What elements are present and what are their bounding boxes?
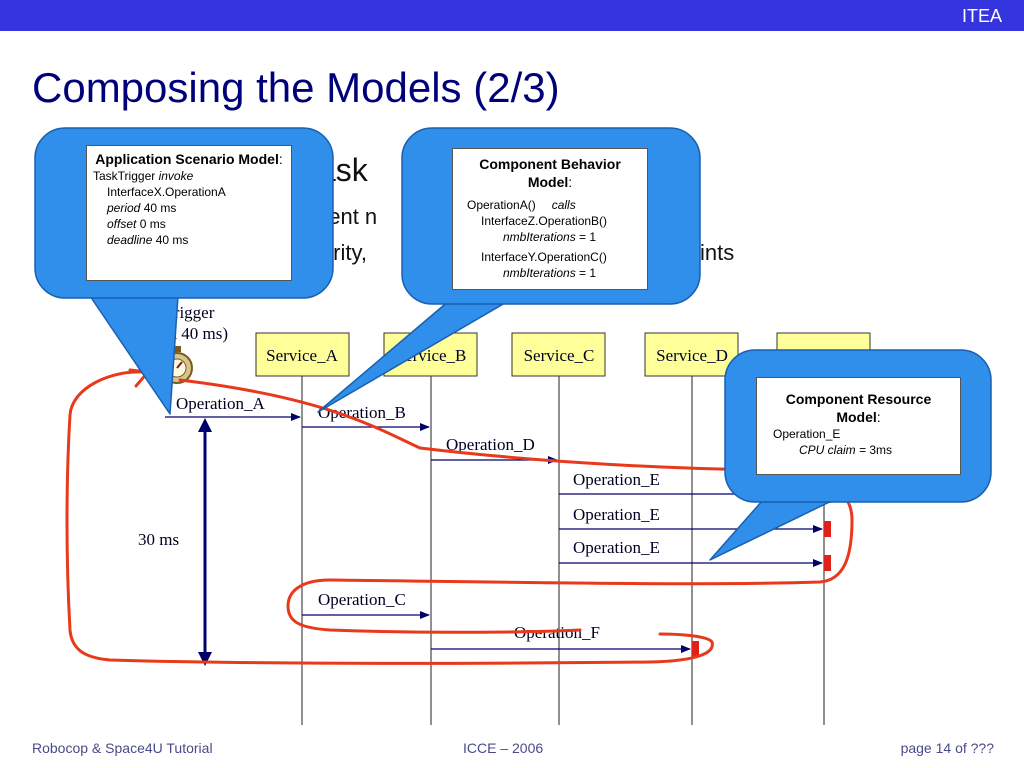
message-label-operation-c: Operation_C <box>318 590 406 609</box>
activation-bar-e-3 <box>824 555 831 571</box>
scenario-line-deadline: deadline 40 ms <box>107 233 189 247</box>
behavior-line-operation-b: InterfaceZ.OperationB() <box>481 214 608 228</box>
behavior-line-operation-c: InterfaceY.OperationC() <box>481 250 607 264</box>
footer-left: Robocop & Space4U Tutorial <box>32 740 213 756</box>
service-label-a: Service_A <box>266 346 338 365</box>
message-labels: Operation_A Operation_B Operation_D Oper… <box>176 394 660 642</box>
highlight-loop-e <box>178 378 854 634</box>
callout-tails <box>89 295 851 561</box>
scenario-line-offset: offset 0 ms <box>107 217 166 231</box>
footer-page-number: page 14 of ??? <box>900 740 994 756</box>
callout-scenario-title: Application Scenario Model: <box>95 151 283 167</box>
message-label-operation-e-1: Operation_E <box>573 470 660 489</box>
footer-center: ICCE – 2006 <box>463 740 544 756</box>
highlight-loop-main <box>65 370 714 665</box>
service-box-d <box>644 332 739 377</box>
behavior-line-iterations-b: nmbIterations = 1 <box>503 230 597 244</box>
scenario-line-trigger: TaskTrigger invoke <box>93 169 194 183</box>
activation-bar-f <box>692 641 699 657</box>
callout-behavior-title: Component Behavior Model: <box>479 156 621 190</box>
callout-resource-title: Component Resource Model: <box>785 391 932 425</box>
message-label-operation-d: Operation_D <box>446 435 535 454</box>
duration-arrow <box>198 418 212 666</box>
message-label-operation-f: Operation_F <box>514 623 600 642</box>
brand-label: ITEA <box>961 6 1002 26</box>
duration-label: 30 ms <box>138 530 179 549</box>
activation-bar-e-2 <box>824 521 831 537</box>
trigger-label-line-2: od 40 ms) <box>160 324 228 343</box>
callout-application-scenario: Application Scenario Model: TaskTrigger … <box>86 145 292 281</box>
resource-line-operation: Operation_E <box>773 427 841 441</box>
callout-component-behavior: Component Behavior Model: OperationA()ca… <box>452 148 648 290</box>
message-label-operation-e-2: Operation_E <box>573 505 660 524</box>
lifelines <box>301 376 825 725</box>
slide-title: Composing the Models (2/3) <box>32 64 560 111</box>
behavior-line-operation-a: OperationA()calls <box>467 198 576 212</box>
behavior-line-iterations-c: nmbIterations = 1 <box>503 266 597 280</box>
service-box-c <box>511 332 606 377</box>
message-label-operation-e-3: Operation_E <box>573 538 660 557</box>
service-label-d: Service_D <box>656 346 728 365</box>
scenario-line-period: period 40 ms <box>107 201 177 215</box>
scenario-line-operation: InterfaceX.OperationA <box>107 185 226 199</box>
resource-line-cpu-claim: CPU claim = 3ms <box>799 443 893 457</box>
service-label-c: Service_C <box>524 346 595 365</box>
bullet-fragment-4: ints <box>700 240 735 265</box>
header-bar: ITEA <box>0 0 1024 31</box>
service-box-a <box>255 332 350 377</box>
message-label-operation-b: Operation_B <box>318 403 406 422</box>
callout-tail-scenario <box>89 295 179 415</box>
message-label-operation-a: Operation_A <box>176 394 265 413</box>
callout-component-resource: Component Resource Model: Operation_E CP… <box>756 377 961 475</box>
